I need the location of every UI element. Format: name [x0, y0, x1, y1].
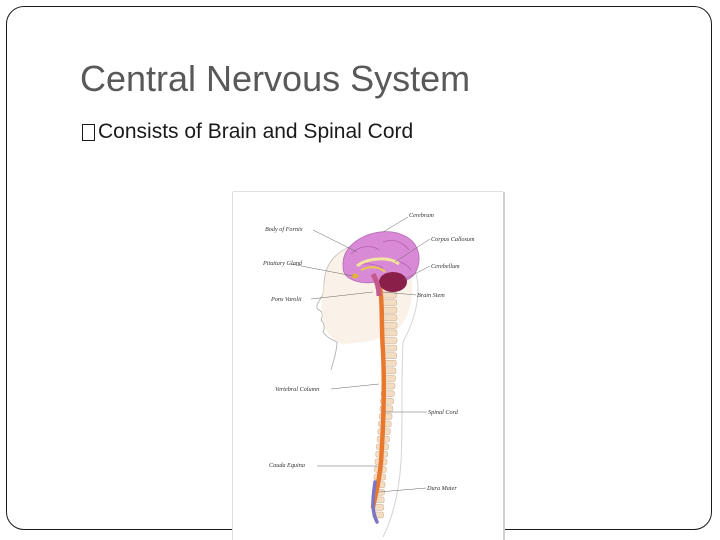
dura-mater [371, 480, 379, 524]
vertebra [381, 306, 398, 314]
label-cerebellum: Cerebellum [431, 263, 460, 270]
vertebra [382, 337, 398, 344]
slide-title: Central Nervous System [80, 58, 471, 99]
vertebra [382, 322, 398, 329]
body-of-fornix [360, 266, 386, 273]
label-pons-varolii: Pons Varolii [270, 296, 302, 303]
vertebra [382, 314, 398, 322]
corpus-callosum [356, 257, 400, 268]
nervous-system-illustration: Body of Fornix Pituitary Gland Pons Varo… [233, 192, 503, 540]
label-cerebrum: Cerebrum [409, 212, 434, 219]
label-brain-stem: Brain Stem [417, 292, 445, 299]
label-body-of-fornix: Body of Fornix [265, 226, 303, 233]
back-silhouette [382, 261, 419, 538]
label-spinal-cord: Spinal Cord [428, 409, 459, 416]
label-corpus-callosum: Corpus Callosum [431, 236, 475, 243]
label-pituitary-gland: Pituitary Gland [262, 260, 303, 267]
bullet-item: Consists of Brain and Spinal Cord [82, 120, 413, 144]
cerebellum [379, 272, 407, 292]
brain-stem [370, 272, 382, 297]
label-dura-mater: Dura Mater [426, 485, 457, 492]
label-vertebral-column: Vertebral Column [275, 386, 319, 393]
vertebra [381, 299, 397, 306]
bullet-text: Consists of Brain and Spinal Cord [98, 120, 414, 143]
bullet-glyph-icon [82, 123, 95, 141]
vertebra [382, 329, 398, 337]
spinal-cord [370, 277, 387, 510]
pituitary-gland [351, 273, 359, 279]
anatomy-diagram: Body of Fornix Pituitary Gland Pons Varo… [262, 212, 475, 538]
label-cauda-equina: Cauda Equina [269, 462, 305, 469]
leader-lines [290, 216, 431, 493]
